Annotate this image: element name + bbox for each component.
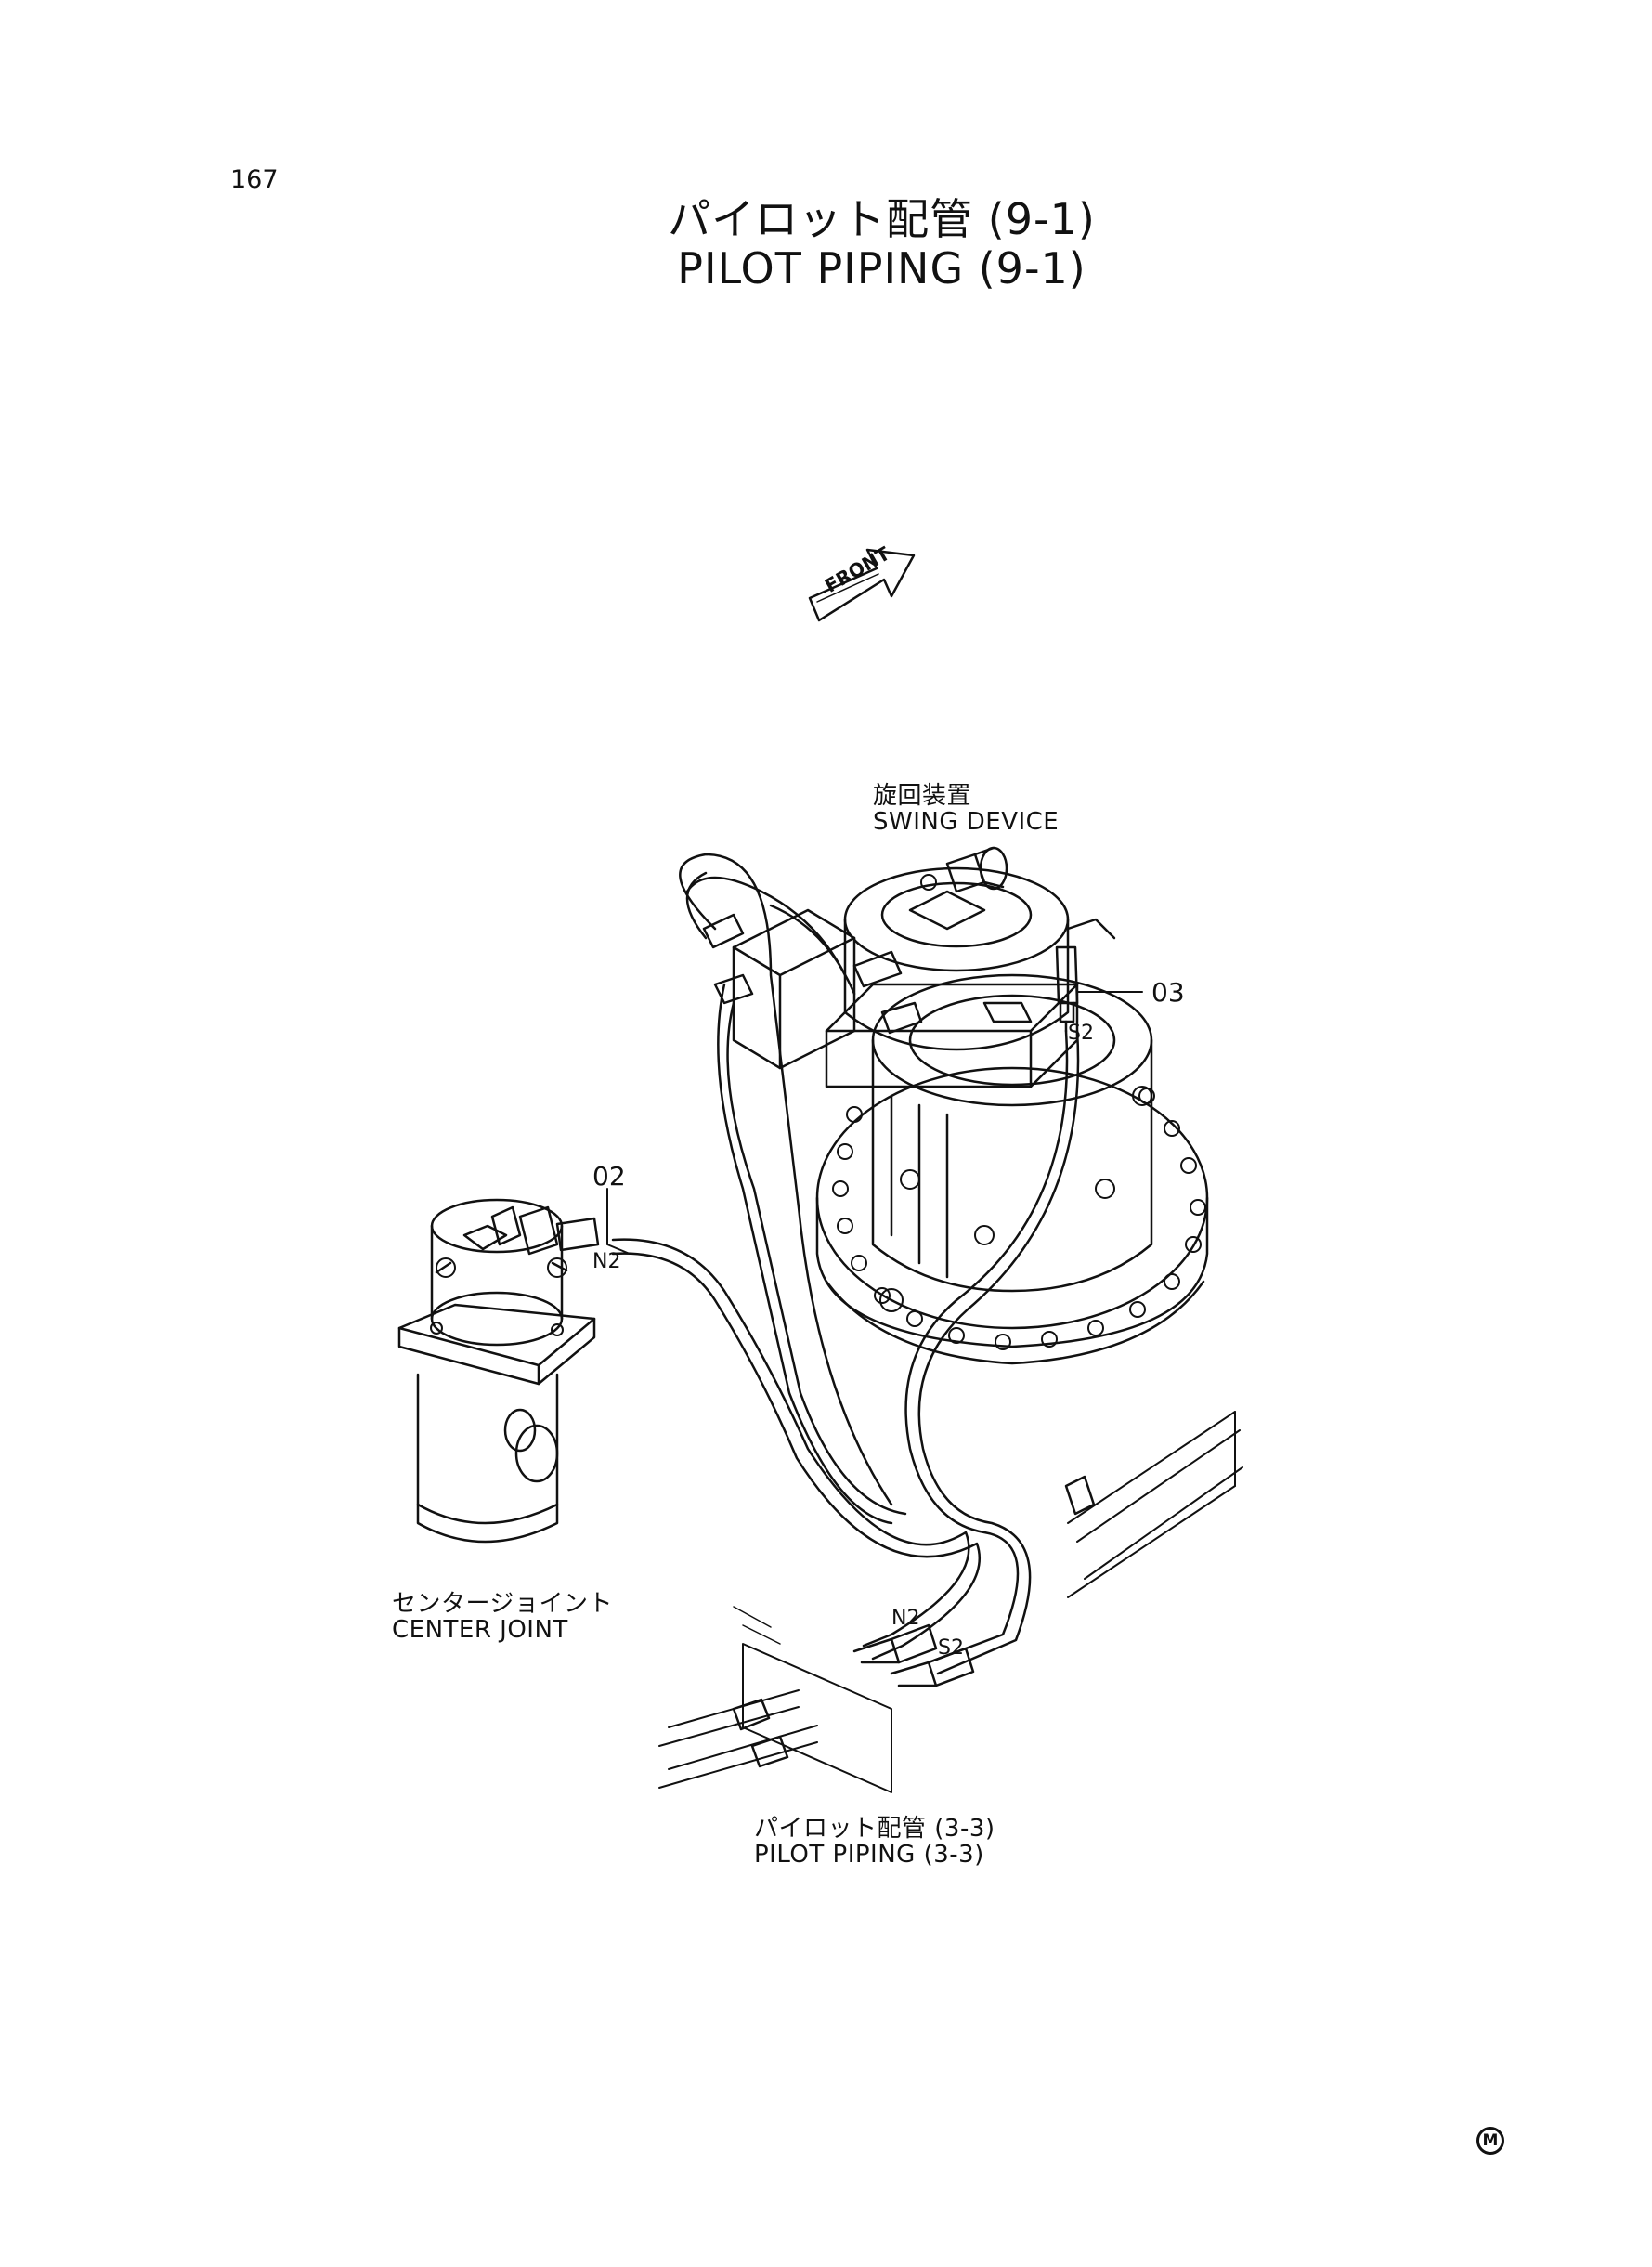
title-japanese: パイロット配管 (9-1) [668, 194, 1096, 244]
center-joint-label-en: CENTER JOINT [392, 1616, 568, 1644]
center-joint-drawing [397, 1198, 600, 1544]
title-english: PILOT PIPING (9-1) [677, 243, 1086, 293]
swing-device-drawing [702, 846, 1209, 1365]
center-joint-label-jp: センタージョイント [392, 1590, 613, 1618]
page-number: 167 [230, 165, 279, 194]
pilot-hoses [611, 853, 1096, 1675]
callout-02: 02 [592, 1161, 626, 1192]
front-arrow-icon [808, 548, 916, 622]
swing-device-label-jp: 旋回装置 [873, 782, 972, 810]
port-tag-s2-bottom: S2 [938, 1636, 964, 1660]
swing-device-label-en: SWING DEVICE [873, 808, 1060, 836]
callout-03: 03 [1151, 977, 1185, 1008]
port-tag-n2-top: N2 [592, 1250, 621, 1273]
port-tag-s2-top: S2 [1068, 1022, 1094, 1045]
pilot-piping-ref-jp: パイロット配管 (3-3) [754, 1815, 995, 1843]
leader-lines [606, 991, 1143, 1255]
pilot-piping-ref-en: PILOT PIPING (3-3) [754, 1841, 984, 1869]
port-tag-n2-bottom: N2 [891, 1607, 920, 1630]
bottom-connectors [658, 1606, 975, 1793]
m-mark-icon: M [1476, 2127, 1504, 2155]
upper-frame [1067, 1411, 1243, 1598]
